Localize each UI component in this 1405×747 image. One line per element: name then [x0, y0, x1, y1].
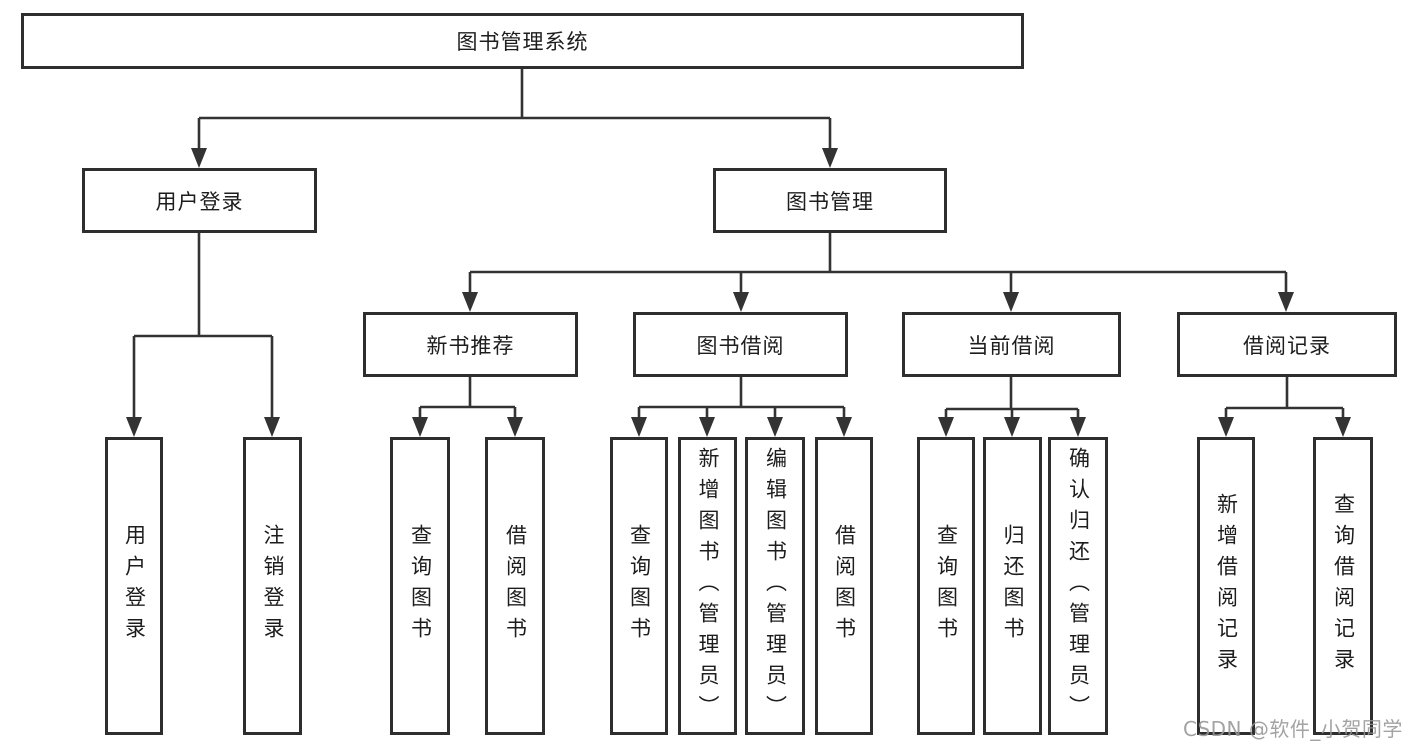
arrowheads — [126, 148, 1351, 437]
node-label: 查询图书 — [408, 524, 433, 648]
leaf-logout: 注销登录 — [243, 437, 302, 735]
node-label: 借阅记录 — [1243, 333, 1331, 358]
node-label: 注销登录 — [261, 524, 285, 648]
node-label: 查询借阅记录 — [1331, 493, 1356, 679]
leaf-query-books-borrow: 查询图书 — [610, 437, 668, 735]
node-label: 确认归还（管理员） — [1066, 446, 1091, 726]
leaf-user-login: 用户登录 — [105, 437, 163, 735]
node-label: 图书管理 — [786, 189, 874, 214]
node-label: 用户登录 — [155, 189, 244, 214]
node-label: 借阅图书 — [503, 524, 528, 648]
node-label: 查询图书 — [627, 524, 652, 648]
leaf-query-borrow-record: 查询借阅记录 — [1313, 437, 1373, 735]
node-book-borrowing: 图书借阅 — [633, 312, 848, 377]
leaf-query-books-current: 查询图书 — [917, 437, 975, 735]
node-new-book-recommend: 新书推荐 — [363, 312, 578, 377]
watermark: CSDN @软件_小贺同学 — [1183, 717, 1403, 741]
node-user-login: 用户登录 — [82, 168, 317, 233]
node-label: 图书借阅 — [696, 333, 785, 358]
node-label: 编辑图书（管理员） — [763, 446, 788, 726]
node-label: 归还图书 — [1001, 524, 1025, 648]
node-label: 图书管理系统 — [456, 30, 589, 54]
node-label: 查询图书 — [934, 524, 959, 648]
node-book-management: 图书管理 — [713, 168, 947, 233]
node-library-management-system: 图书管理系统 — [21, 13, 1024, 69]
leaf-return-book: 归还图书 — [983, 437, 1042, 735]
node-current-borrowing: 当前借阅 — [902, 312, 1121, 377]
node-borrowing-records: 借阅记录 — [1177, 312, 1397, 377]
leaf-add-borrow-record: 新增借阅记录 — [1197, 437, 1255, 735]
leaf-confirm-return-admin: 确认归还（管理员） — [1048, 437, 1108, 735]
leaf-add-book-admin: 新增图书（管理员） — [678, 437, 737, 735]
leaf-edit-book-admin: 编辑图书（管理员） — [745, 437, 805, 735]
leaf-query-books-recommend: 查询图书 — [390, 437, 450, 735]
leaf-borrow-books-recommend: 借阅图书 — [485, 437, 545, 735]
leaf-borrow-books: 借阅图书 — [815, 437, 873, 735]
node-label: 用户登录 — [122, 524, 147, 648]
node-label: 新增借阅记录 — [1214, 493, 1239, 679]
node-label: 新书推荐 — [426, 333, 515, 358]
node-label: 当前借阅 — [967, 333, 1056, 358]
node-label: 借阅图书 — [832, 524, 857, 648]
node-label: 新增图书（管理员） — [696, 446, 720, 726]
